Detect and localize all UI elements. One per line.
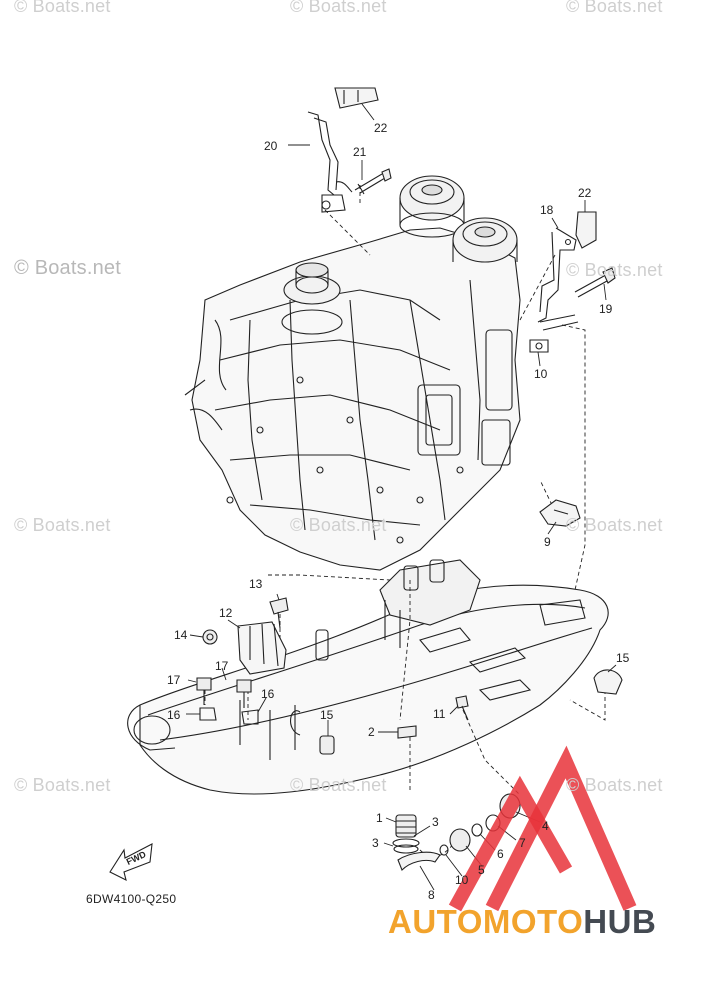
bolts-17 xyxy=(196,677,252,708)
callout-11: 11 xyxy=(433,707,446,721)
callout-21: 21 xyxy=(353,145,367,159)
watermark: © Boats.net xyxy=(14,775,111,795)
bracket-20 xyxy=(307,87,379,213)
grommet-15-mid xyxy=(319,735,335,755)
watermark: © Boats.net xyxy=(14,0,111,16)
watermark: © Boats.net xyxy=(290,775,387,795)
callout-3: 3 xyxy=(372,836,379,850)
callout-22: 22 xyxy=(578,186,592,200)
callout-18: 18 xyxy=(540,203,554,217)
callout-16: 16 xyxy=(167,708,181,722)
clamps-16 xyxy=(199,707,259,725)
bolt-19 xyxy=(574,267,616,298)
grommet-15-right xyxy=(593,669,623,695)
bracket-12 xyxy=(237,597,289,675)
bottom-cowling xyxy=(127,559,609,795)
bracket-18 xyxy=(537,211,597,323)
clip-10-top xyxy=(529,339,549,353)
callout-19: 19 xyxy=(599,302,613,316)
plug-2 xyxy=(397,725,417,739)
brand-part-1: AUTOMOTO xyxy=(388,903,584,940)
clamp-9 xyxy=(539,499,581,527)
callout-22: 22 xyxy=(374,121,388,135)
watermark: © Boats.net xyxy=(290,515,387,535)
bolt-21 xyxy=(354,168,392,195)
brand-wordmark: AUTOMOTOHUB xyxy=(388,903,656,941)
callout-10: 10 xyxy=(455,873,469,887)
callout-2: 2 xyxy=(368,725,375,739)
callout-3: 3 xyxy=(432,815,439,829)
callout-12: 12 xyxy=(219,606,233,620)
watermark: © Boats.net xyxy=(14,515,111,535)
watermark: © Boats.net xyxy=(14,257,121,279)
automotohub-logo xyxy=(448,745,637,912)
callout-1: 1 xyxy=(376,811,383,825)
callout-10: 10 xyxy=(534,367,548,381)
grommet-14 xyxy=(202,629,218,645)
callout-14: 14 xyxy=(174,628,188,642)
callout-5: 5 xyxy=(478,863,485,877)
callout-13: 13 xyxy=(249,577,263,591)
callout-15: 15 xyxy=(616,651,630,665)
callout-8: 8 xyxy=(428,888,435,902)
engine-block xyxy=(184,175,521,571)
callout-16: 16 xyxy=(261,687,275,701)
watermark: © Boats.net xyxy=(566,260,663,280)
watermark: © Boats.net xyxy=(290,0,387,16)
watermark: © Boats.net xyxy=(566,775,663,795)
bolt-11 xyxy=(455,695,469,721)
callout-7: 7 xyxy=(519,836,526,850)
callout-4: 4 xyxy=(542,819,549,833)
callout-6: 6 xyxy=(497,847,504,861)
callout-15: 15 xyxy=(320,708,334,722)
callout-17: 17 xyxy=(167,673,181,687)
diagram-code: 6DW4100-Q250 xyxy=(86,892,177,906)
watermark: © Boats.net xyxy=(566,0,663,16)
brand-part-2: HUB xyxy=(583,903,657,940)
watermark: © Boats.net xyxy=(566,515,663,535)
fwd-arrow: FWD xyxy=(109,843,153,882)
callout-20: 20 xyxy=(264,139,278,153)
callout-9: 9 xyxy=(544,535,551,549)
callout-17: 17 xyxy=(215,659,229,673)
